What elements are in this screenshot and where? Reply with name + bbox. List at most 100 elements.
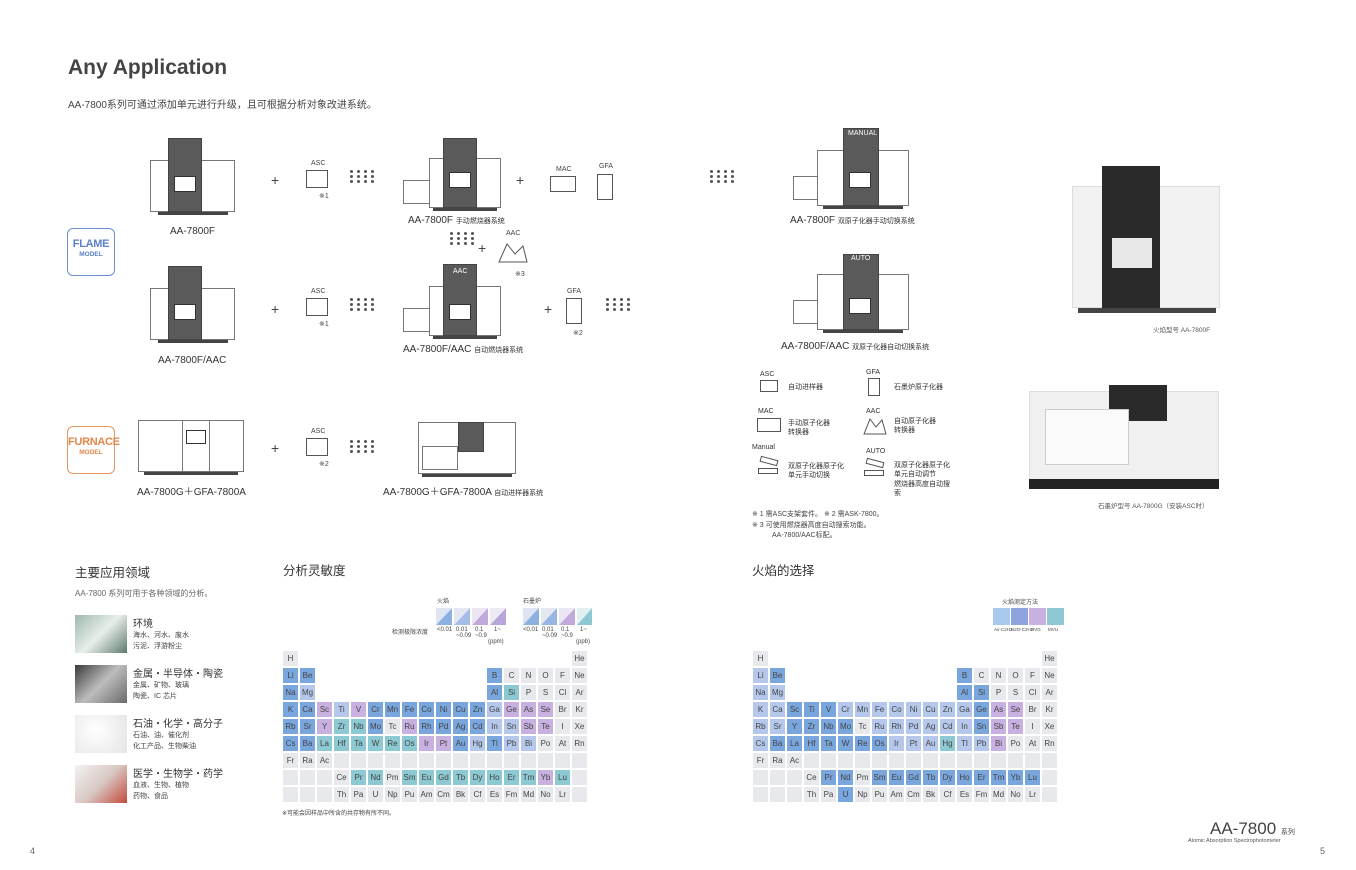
table-blank-cell xyxy=(922,667,939,684)
table-blank-cell xyxy=(786,650,803,667)
table-blank-cell xyxy=(837,650,854,667)
element-cell-ca: Ca xyxy=(299,701,316,718)
table-blank-cell xyxy=(837,667,854,684)
plus-sign: + xyxy=(271,301,280,317)
element-cell-hf: Hf xyxy=(333,735,350,752)
element-cell-ba: Ba xyxy=(299,735,316,752)
element-cell-co: Co xyxy=(418,701,435,718)
element-cell-fm: Fm xyxy=(503,786,520,803)
asc-label: ASC xyxy=(311,160,326,167)
element-cell-os: Os xyxy=(871,735,888,752)
element-cell-fr: Fr xyxy=(752,752,769,769)
table-empty-cell xyxy=(282,769,299,786)
table-blank-cell xyxy=(401,667,418,684)
legend-mac-label: MAC xyxy=(758,408,774,415)
table-blank-cell xyxy=(418,684,435,701)
instrument-aa7800f-dual-manual-icon xyxy=(793,128,911,214)
table-empty-cell xyxy=(367,752,384,769)
table-blank-cell xyxy=(435,650,452,667)
plus-sign: + xyxy=(271,440,280,456)
element-cell-al: Al xyxy=(486,684,503,701)
table-empty-cell xyxy=(435,752,452,769)
element-cell-nd: Nd xyxy=(837,769,854,786)
element-cell-n: N xyxy=(990,667,1007,684)
element-cell-ac: Ac xyxy=(316,752,333,769)
element-cell-na: Na xyxy=(282,684,299,701)
legend-asc-label: ASC xyxy=(760,371,775,378)
element-cell-k: K xyxy=(752,701,769,718)
element-cell-md: Md xyxy=(520,786,537,803)
element-cell-bk: Bk xyxy=(452,786,469,803)
element-cell-lu: Lu xyxy=(1024,769,1041,786)
element-cell-gd: Gd xyxy=(905,769,922,786)
flame-method-label: 火焰测定方法 xyxy=(1002,600,1039,606)
element-cell-c: C xyxy=(973,667,990,684)
element-cell-cf: Cf xyxy=(469,786,486,803)
element-cell-pb: Pb xyxy=(503,735,520,752)
brand-subtitle: Atomic Absorption Spectrophotometer xyxy=(1188,838,1281,844)
table-empty-cell xyxy=(316,786,333,803)
element-cell-al: Al xyxy=(956,684,973,701)
element-cell-sm: Sm xyxy=(871,769,888,786)
molecule-photo xyxy=(75,715,127,753)
element-cell-zn: Zn xyxy=(939,701,956,718)
table-blank-cell xyxy=(939,667,956,684)
table-empty-cell xyxy=(905,752,922,769)
table-blank-cell xyxy=(333,667,350,684)
asc-label: ASC xyxy=(311,428,326,435)
table-empty-cell xyxy=(486,752,503,769)
element-cell-sn: Sn xyxy=(503,718,520,735)
element-cell-pm: Pm xyxy=(854,769,871,786)
element-cell-ta: Ta xyxy=(820,735,837,752)
arrow-dots-icon xyxy=(350,440,376,453)
table-blank-cell xyxy=(820,667,837,684)
arrow-dots-icon xyxy=(710,170,736,183)
table-blank-cell xyxy=(367,650,384,667)
mac-unit-icon xyxy=(550,176,576,192)
table-blank-cell xyxy=(854,650,871,667)
table-blank-cell xyxy=(905,650,922,667)
legend-manual-label: Manual xyxy=(752,444,775,451)
element-cell-xe: Xe xyxy=(1041,718,1058,735)
element-cell-as: As xyxy=(990,701,1007,718)
table-blank-cell xyxy=(837,684,854,701)
legend-aac-label: AAC xyxy=(866,408,881,415)
legend-mac-desc: 手动原子化器 转换器 xyxy=(788,420,830,437)
auto-tag: AUTO xyxy=(851,255,871,262)
table-empty-cell xyxy=(786,786,803,803)
application-item: 金属・半导体・陶瓷 金属、矿物、玻璃陶瓷、IC 芯片 xyxy=(75,665,275,705)
table-blank-cell xyxy=(820,684,837,701)
instrument-aa7800f-icon xyxy=(150,138,235,218)
element-cell-li: Li xyxy=(752,667,769,684)
element-cell-dy: Dy xyxy=(939,769,956,786)
element-cell-cr: Cr xyxy=(837,701,854,718)
table-empty-cell xyxy=(554,752,571,769)
element-cell-in: In xyxy=(486,718,503,735)
element-cell-f: F xyxy=(1024,667,1041,684)
element-cell-v: V xyxy=(350,701,367,718)
element-cell-th: Th xyxy=(333,786,350,803)
element-cell-i: I xyxy=(554,718,571,735)
table-blank-cell xyxy=(469,684,486,701)
table-blank-cell xyxy=(384,650,401,667)
element-cell-po: Po xyxy=(1007,735,1024,752)
note1-mark: ※1 xyxy=(319,193,329,200)
table-empty-cell xyxy=(299,786,316,803)
element-cell-fe: Fe xyxy=(871,701,888,718)
label-aa7800g-auto: AA-7800G＋GFA-7800A 自动进样器系统 xyxy=(383,487,544,498)
table-blank-cell xyxy=(871,650,888,667)
table-empty-cell xyxy=(1041,786,1058,803)
table-blank-cell xyxy=(854,667,871,684)
table-empty-cell xyxy=(452,752,469,769)
element-cell-cu: Cu xyxy=(452,701,469,718)
table-empty-cell xyxy=(769,786,786,803)
element-cell-ge: Ge xyxy=(973,701,990,718)
table-blank-cell xyxy=(939,684,956,701)
element-cell-la: La xyxy=(786,735,803,752)
element-cell-es: Es xyxy=(956,786,973,803)
element-cell-nb: Nb xyxy=(350,718,367,735)
element-cell-b: B xyxy=(956,667,973,684)
note1-mark: ※1 xyxy=(319,321,329,328)
legend-auto-label: AUTO xyxy=(866,448,886,455)
table-blank-cell xyxy=(435,684,452,701)
